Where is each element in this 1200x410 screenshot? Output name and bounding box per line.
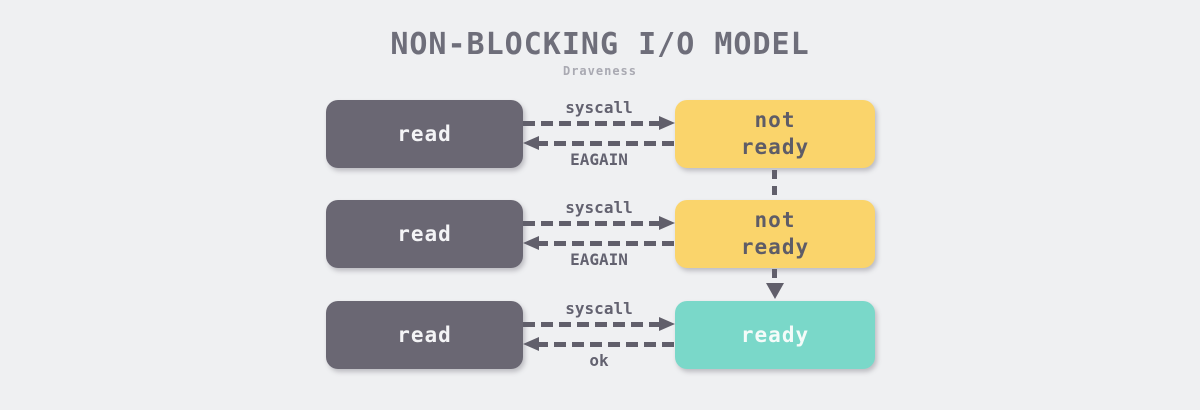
read-box-3: read — [326, 301, 523, 369]
flow-row-2: read syscall EAGAIN not ready — [0, 198, 1200, 269]
dashed-line — [523, 121, 662, 126]
state-label-line: not — [754, 208, 796, 232]
syscall-label-2: syscall — [565, 198, 633, 217]
arrow-channel-1: syscall EAGAIN — [523, 98, 675, 169]
response-arrow-2 — [523, 236, 675, 250]
syscall-label-3: syscall — [565, 299, 633, 318]
arrow-channel-3: syscall ok — [523, 299, 675, 370]
state-label-line: ready — [740, 322, 810, 347]
read-box-2: read — [326, 200, 523, 268]
not-ready-box-1: not ready — [675, 100, 875, 168]
dashed-line — [536, 342, 675, 347]
read-label-1: read — [397, 121, 452, 146]
state-connector-2 — [766, 269, 784, 300]
read-box-1: read — [326, 100, 523, 168]
eagain-label-2: EAGAIN — [570, 250, 628, 269]
arrow-channel-2: syscall EAGAIN — [523, 198, 675, 269]
arrowhead-right-icon — [659, 317, 675, 331]
arrowhead-right-icon — [659, 116, 675, 130]
arrowhead-left-icon — [523, 136, 539, 150]
dashed-line — [523, 322, 662, 327]
watermark-text: Draveness — [562, 64, 638, 78]
syscall-arrow-2 — [523, 216, 675, 230]
response-arrow-3 — [523, 337, 675, 351]
ready-box: ready — [675, 301, 875, 369]
ok-label: ok — [589, 351, 609, 370]
arrowhead-down-icon — [766, 283, 784, 299]
dashed-line — [536, 241, 675, 246]
syscall-arrow-3 — [523, 317, 675, 331]
state-label-line: ready — [740, 135, 810, 159]
response-arrow-1 — [523, 136, 675, 150]
state-label-line: ready — [740, 235, 810, 259]
dashed-line — [536, 141, 675, 146]
not-ready-box-2: not ready — [675, 200, 875, 268]
eagain-label-1: EAGAIN — [570, 150, 628, 169]
diagram-title: NON-BLOCKING I/O MODEL — [390, 27, 810, 62]
arrowhead-left-icon — [523, 337, 539, 351]
syscall-label-1: syscall — [565, 98, 633, 117]
read-label-2: read — [397, 221, 452, 246]
read-label-3: read — [397, 322, 452, 347]
dashed-line — [772, 269, 777, 284]
syscall-arrow-1 — [523, 116, 675, 130]
flow-row-3: read syscall ok ready — [0, 299, 1200, 370]
dashed-line — [523, 221, 662, 226]
arrowhead-right-icon — [659, 216, 675, 230]
flow-row-1: read syscall EAGAIN not ready — [0, 98, 1200, 169]
arrowhead-left-icon — [523, 236, 539, 250]
state-connector-1 — [772, 170, 777, 199]
state-label-line: not — [754, 108, 796, 132]
